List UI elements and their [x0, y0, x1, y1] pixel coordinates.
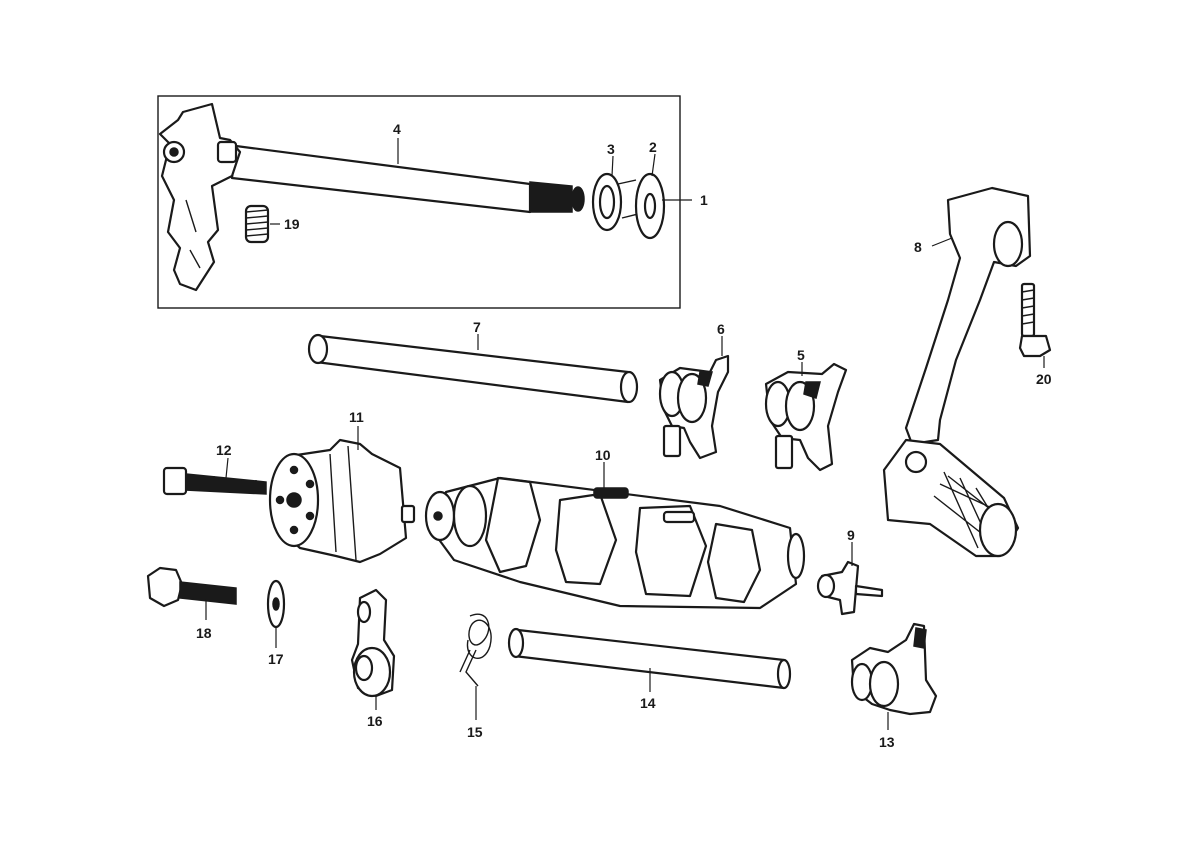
- callout-13: 13: [879, 734, 895, 750]
- callout-labels: 1 2 3 4 5 6 7 8 9 10 11 12 13 14 15 16 1…: [196, 121, 1052, 750]
- shift-fork-part-5[interactable]: [764, 362, 848, 472]
- callout-15: 15: [467, 724, 483, 740]
- callout-10: 10: [595, 447, 611, 463]
- shift-fork-part-6[interactable]: [658, 354, 730, 460]
- return-spring-part[interactable]: [591, 172, 639, 232]
- washer-part-17[interactable]: [266, 579, 286, 629]
- bolt-part-20[interactable]: [1018, 282, 1052, 358]
- callout-9: 9: [847, 527, 855, 543]
- washer-part-2[interactable]: [634, 172, 666, 240]
- callout-19: 19: [284, 216, 300, 232]
- callout-3: 3: [607, 141, 615, 157]
- callout-6: 6: [717, 321, 725, 337]
- shift-drum-cam-part[interactable]: [268, 438, 416, 564]
- gearshift-pedal-part[interactable]: [882, 186, 1032, 558]
- callout-14: 14: [640, 695, 656, 711]
- shift-drum-part[interactable]: [424, 476, 806, 610]
- shift-fork-part-13[interactable]: [850, 622, 938, 716]
- callout-12: 12: [216, 442, 232, 458]
- callout-18: 18: [196, 625, 212, 641]
- stopper-spring-part[interactable]: [459, 613, 492, 687]
- fork-shaft-lower-part[interactable]: [507, 627, 792, 690]
- callout-20: 20: [1036, 371, 1052, 387]
- callout-8: 8: [914, 239, 922, 255]
- callout-7: 7: [473, 319, 481, 335]
- callout-17: 17: [268, 651, 284, 667]
- callout-11: 11: [349, 409, 364, 425]
- leader-lines: [205, 138, 1045, 730]
- callout-4: 4: [393, 121, 401, 137]
- fork-shaft-upper-part[interactable]: [307, 333, 639, 404]
- callout-2: 2: [649, 139, 657, 155]
- gearshift-spindle-part[interactable]: [158, 102, 585, 292]
- spring-part[interactable]: [244, 204, 270, 244]
- bolt-part-18[interactable]: [146, 566, 237, 608]
- callout-1: 1: [700, 192, 708, 208]
- callout-5: 5: [797, 347, 805, 363]
- callout-16: 16: [367, 713, 383, 729]
- bolt-part-12[interactable]: [162, 466, 267, 496]
- assembly-frame-gearshift-spindle: [157, 95, 681, 309]
- stopper-arm-part[interactable]: [350, 588, 396, 698]
- stopper-pin-part[interactable]: [816, 560, 884, 616]
